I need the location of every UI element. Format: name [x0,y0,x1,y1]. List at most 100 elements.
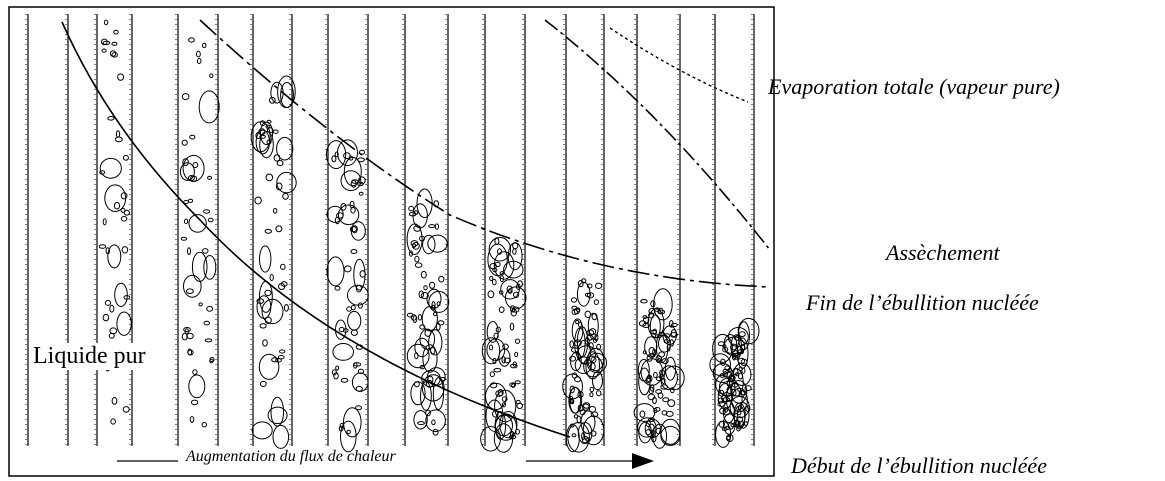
bubble [494,414,513,437]
bubble [203,320,210,326]
bubble [648,347,656,355]
bubble [406,223,423,255]
bubble [432,428,439,436]
bubble [109,304,115,313]
bubble [495,390,503,397]
bubble [259,131,274,159]
arrow-head [632,453,654,469]
bubble [181,93,190,101]
bubble [730,343,738,351]
bubble [189,416,195,423]
label-liquide-pur: Liquide pur [33,343,146,370]
bubble [188,374,206,399]
debut-ebullition-curve [61,21,571,438]
bubble [488,344,494,351]
bubble [349,226,357,233]
bubble [515,428,520,435]
bubble [334,216,340,225]
bubble [100,38,108,46]
bubble [254,196,262,205]
bubble [183,199,189,205]
bubble [120,216,128,222]
bubble [647,393,656,401]
bubble [272,207,278,214]
bubble [343,156,362,187]
bubble [187,348,193,356]
bubble [584,292,592,298]
bubble [430,346,436,355]
bubble [498,306,505,314]
bubble [182,158,189,167]
bubble [513,291,520,298]
bubble [652,348,657,357]
bubble [181,139,188,146]
bubble [276,136,294,161]
bubble [638,367,651,396]
bubble [428,224,436,229]
bubble [653,371,658,379]
bubble [340,203,347,211]
regime-boundary-curves [61,19,771,438]
bubble [207,175,213,180]
bubble [501,402,506,408]
bubble [595,282,603,289]
bubble [264,289,272,296]
bubble [350,206,356,214]
bubble [499,411,518,439]
bubble [670,322,678,328]
bubble [259,134,266,139]
bubble [331,369,337,376]
bubble [670,387,675,394]
bubble [514,338,521,344]
label-debut-ebullition: Début de l’ébullition nucléée [791,453,1047,478]
bubble [196,50,201,58]
bubble [209,73,214,78]
bubble [335,365,340,371]
bubble [570,399,575,405]
bubble [103,19,109,26]
bubble [648,423,655,431]
bubble [639,410,646,418]
bubble [203,255,217,280]
bubble [420,270,427,279]
bubble [593,338,598,344]
bubble [113,29,119,35]
bubble [277,75,296,109]
bubble [259,121,274,146]
bubble [340,377,349,383]
bubble [581,403,590,411]
bubble [437,320,445,326]
bubble [650,300,656,308]
bubble [417,314,422,321]
vapor-bubbles [98,19,760,453]
arrow-caption: Augmentation du flux de chaleur [185,448,397,465]
bubble [508,434,517,440]
bubble [569,423,575,428]
bubble [648,307,656,315]
bubble [737,317,760,345]
bubble [337,204,360,226]
bubble [265,173,274,182]
bubble [259,323,267,329]
bubble [735,372,740,377]
bubble [653,288,673,321]
bubble [712,333,733,363]
bubble [425,409,446,433]
bubble [637,358,650,382]
bubble [406,343,430,369]
bubble [736,402,750,429]
bubble [586,352,607,373]
bubble [569,340,575,349]
bubble [202,248,209,254]
bubble [584,337,590,346]
bubble [653,408,658,414]
bubble [206,305,214,312]
bubble [272,129,279,134]
bubble [209,356,215,363]
bubble [486,321,499,343]
bubble [326,256,345,287]
bubble [107,116,115,121]
bubble [722,346,729,353]
evaporation-curve [609,27,749,103]
bubble [122,154,129,161]
